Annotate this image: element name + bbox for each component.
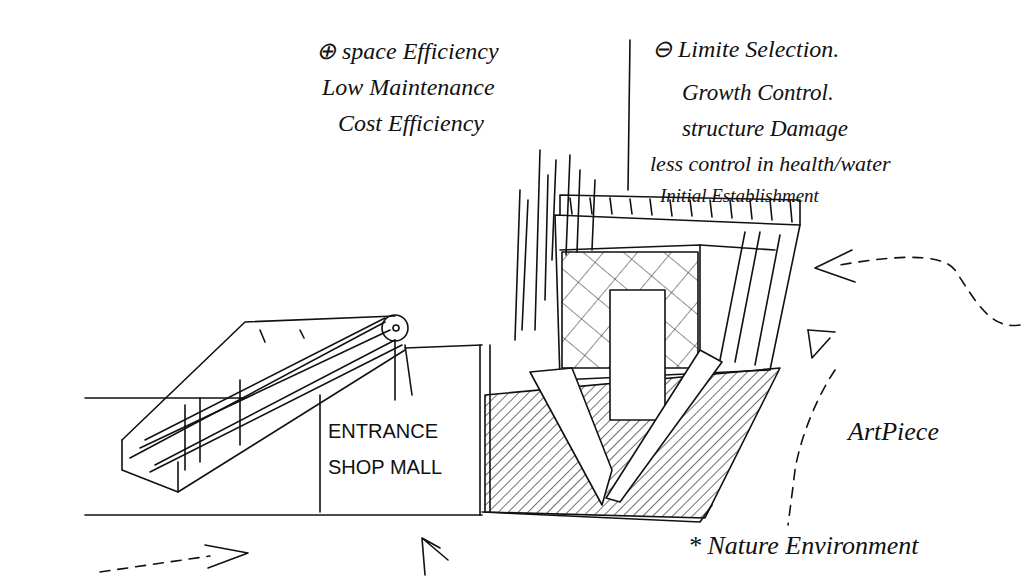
sketch-note: ENTRANCE bbox=[328, 420, 438, 442]
sketch-note: SHOP MALL bbox=[328, 456, 442, 478]
sketch-note: * Nature Environment bbox=[688, 532, 919, 561]
sketch-note: Low Maintenance bbox=[322, 74, 495, 100]
sketch-note: ⊕ space Efficiency bbox=[316, 38, 499, 64]
sketch-note: structure Damage bbox=[682, 116, 848, 141]
sketch-note: Growth Control. bbox=[682, 80, 834, 105]
sketch-note: less control in health/water bbox=[650, 152, 891, 176]
sketch-note: Cost Efficiency bbox=[338, 110, 484, 136]
sketch-note: Initial Establishment bbox=[660, 186, 819, 207]
sketch-note: ArtPiece bbox=[848, 418, 939, 447]
sketch-note: ⊖ Limite Selection. bbox=[652, 36, 839, 62]
